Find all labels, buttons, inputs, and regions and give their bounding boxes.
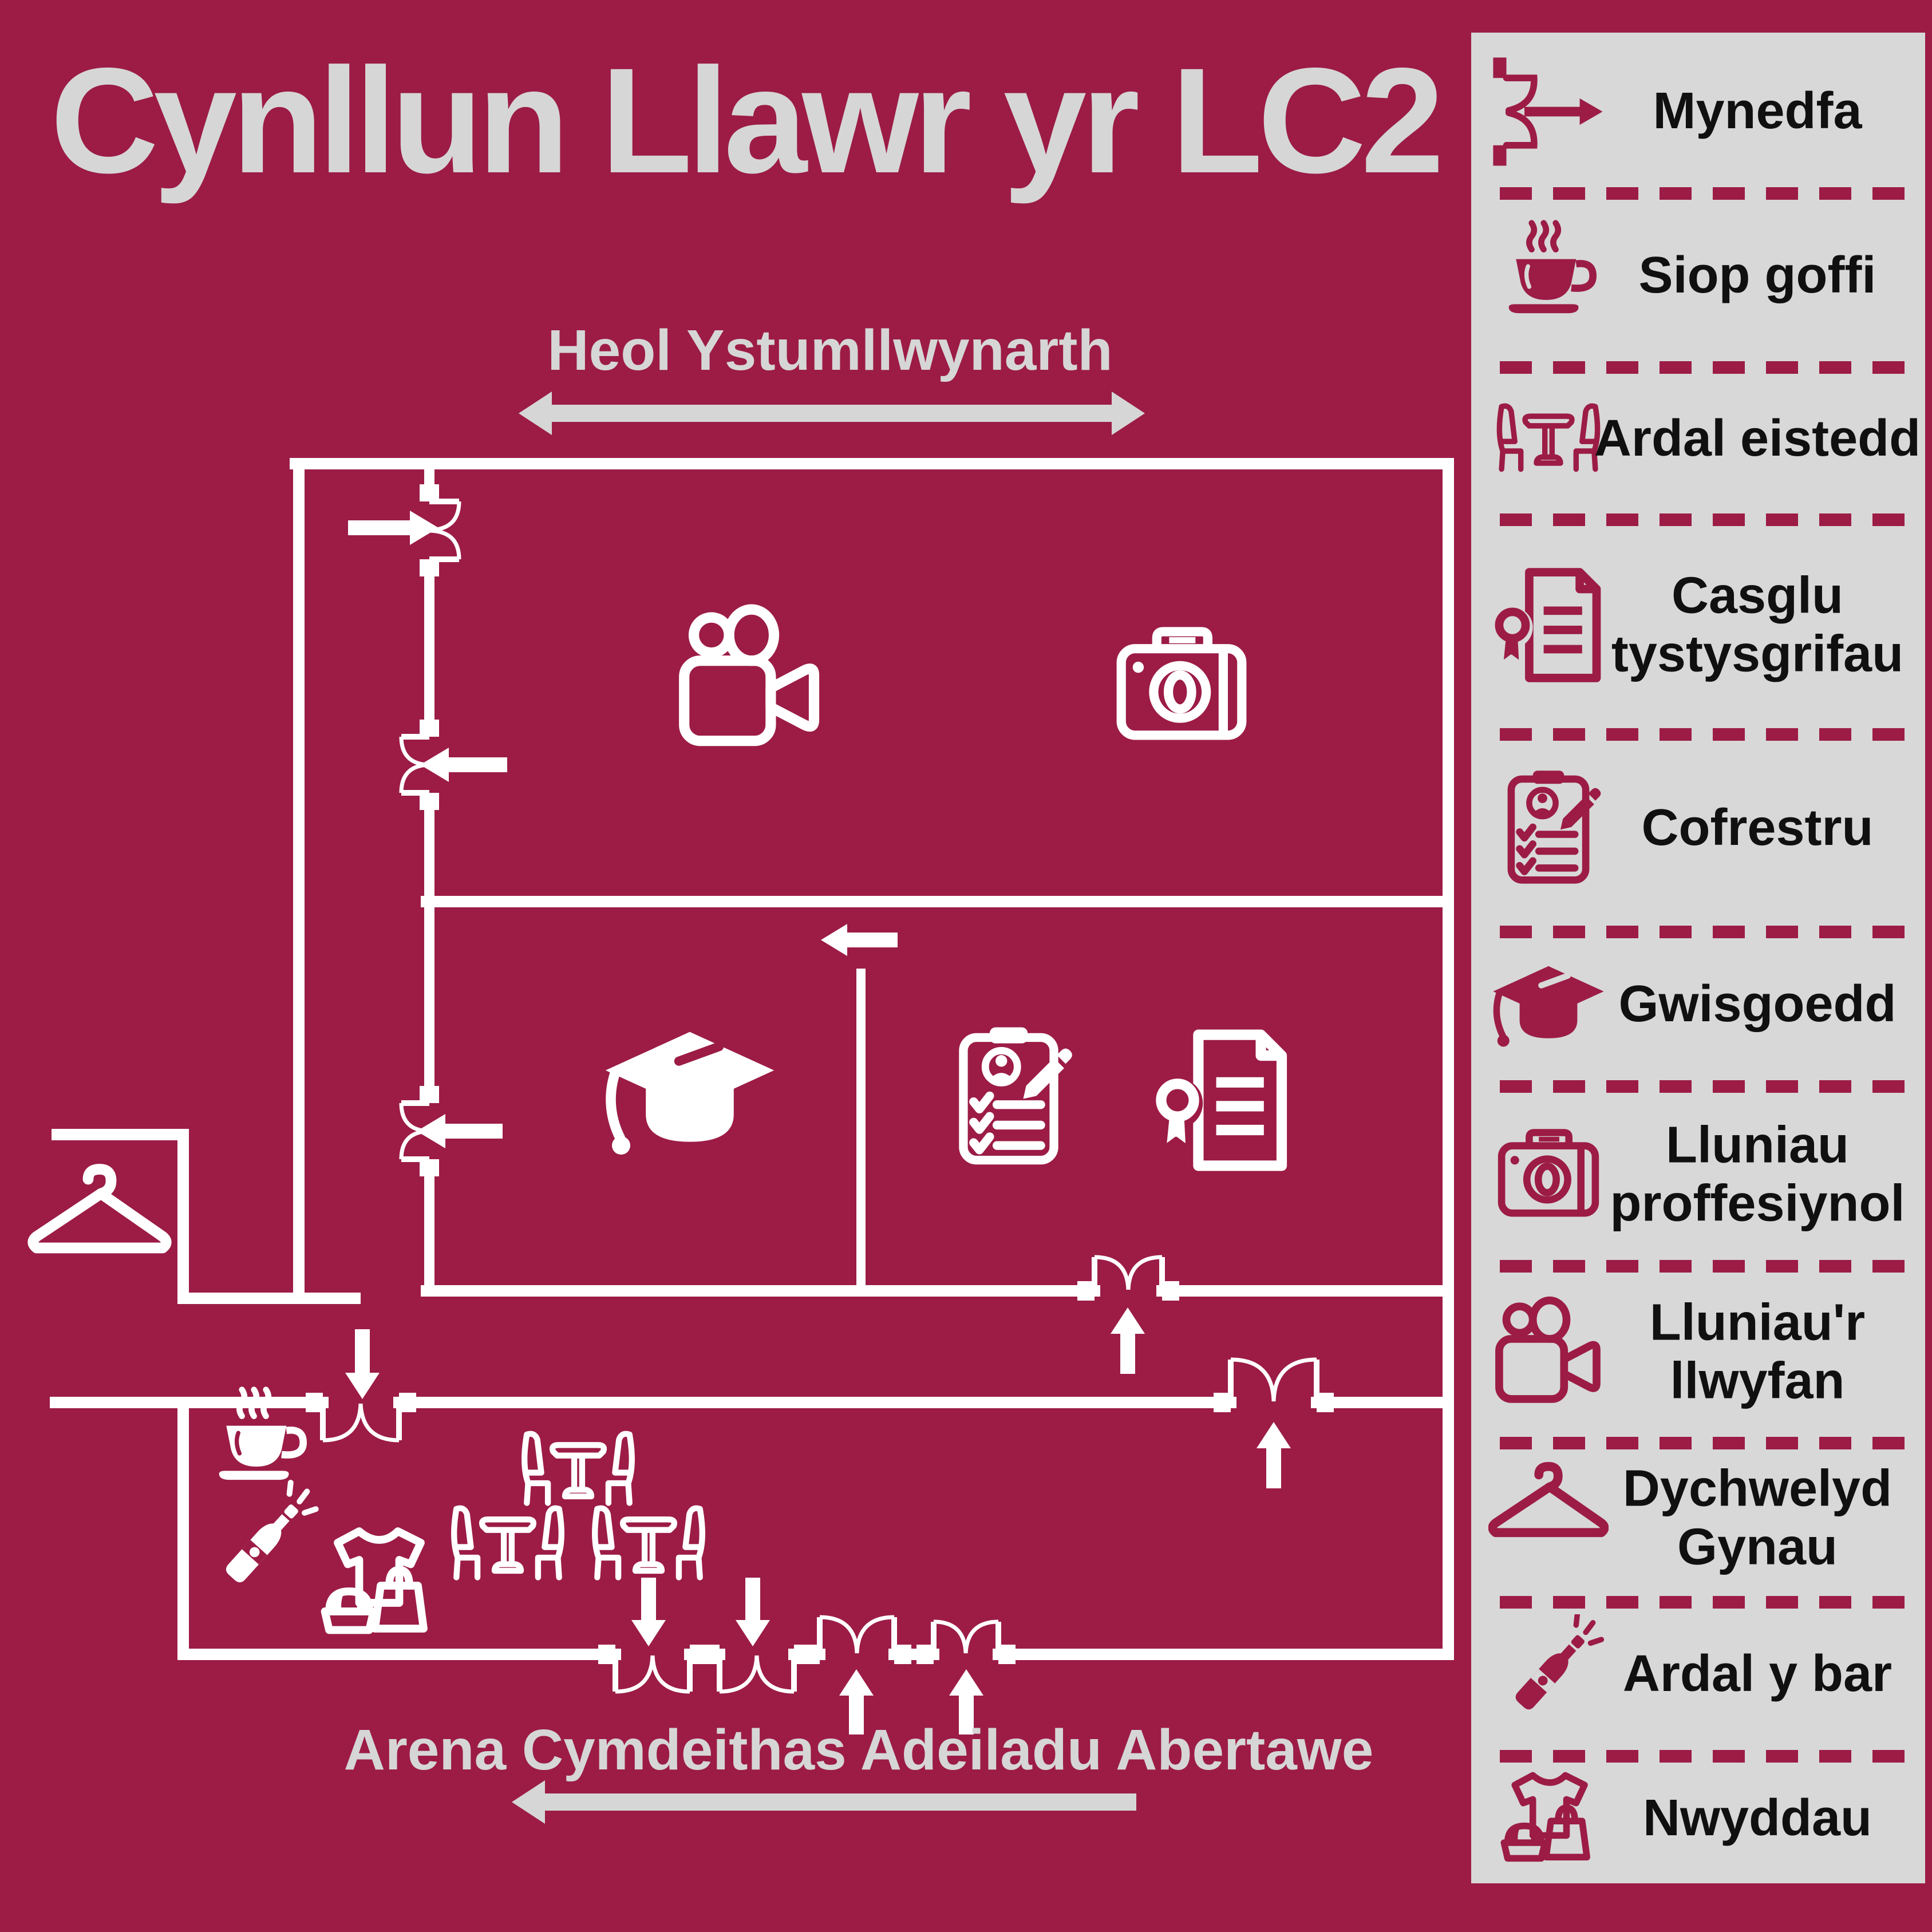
video-camera-icon [684,610,814,741]
photo-camera-icon [1121,632,1242,736]
legend-panel: Mynedfa Siop goffi Ardal eistedd Casglu … [1471,33,1925,1883]
legend-separator [1500,1260,1918,1273]
legend-label: Ardal eistedd [1594,410,1921,468]
legend-label: Ardal y bar [1622,1645,1893,1703]
champagne-bottle-icon [223,1483,316,1585]
graduation-cap-icon [606,1032,774,1155]
certificate-icon [1152,1035,1282,1166]
legend-label: Dychwelyd Gynau [1622,1460,1893,1575]
legend-separator [1500,1596,1918,1609]
street-arrows [512,392,1145,1824]
legend-item-certificates: Casglu tystysgrifau [1471,545,1925,705]
legend-separator [1500,1080,1918,1093]
registration-clipboard-icon [1488,768,1609,888]
certificate-icon [1488,565,1609,685]
legend-separator [1500,361,1918,374]
legend-item-stage-photos: Lluniau'r llwyfan [1471,1272,1925,1432]
photo-camera-icon [1488,1115,1609,1235]
legend-label: Cofrestru [1641,799,1874,857]
legend-item-gowns: Gwisgoedd [1471,927,1925,1082]
table-and-chairs-icon [454,1508,562,1578]
legend-item-registration: Cofrestru [1471,751,1925,906]
direction-arrows [345,511,1291,1735]
legend-label: Gwisgoedd [1618,975,1897,1033]
page-title: Cynllun Llawr yr LC2 [50,37,1444,204]
legend-separator [1500,1437,1918,1449]
legend-label: Casglu tystysgrifau [1611,567,1904,682]
coffee-cup-icon [1488,216,1609,336]
video-camera-icon [1488,1292,1609,1412]
legend-label: Lluniau'r llwyfan [1649,1294,1866,1409]
coat-hanger-icon [33,1170,167,1249]
table-and-chairs-icon [595,1508,702,1578]
entrance-door-arrow-icon [1488,52,1609,172]
legend-separator [1500,728,1918,741]
merchandise-icon [1488,1759,1609,1879]
legend-item-gown-return: Dychwelyd Gynau [1471,1441,1925,1595]
legend-separator [1500,926,1918,938]
legend-item-coffee: Siop goffi [1471,199,1925,353]
legend-label: Lluniau proffesiynol [1610,1116,1905,1232]
coat-hanger-icon [1488,1458,1609,1578]
legend-separator [1500,187,1918,200]
table-and-chairs-icon [524,1434,632,1503]
legend-label: Mynedfa [1653,82,1862,140]
registration-clipboard-icon [963,1028,1072,1160]
legend-label: Nwyddau [1642,1789,1872,1847]
legend-item-bar: Ardal y bar [1471,1597,1925,1752]
plan-icons [33,610,1282,1630]
street-label-bottom: Arena Cymdeithas Adeiladu Abertawe [343,1718,1374,1782]
legend-separator [1500,513,1918,526]
legend-separator [1500,1750,1918,1763]
table-and-chairs-icon [1488,379,1609,499]
legend-item-entrance: Mynedfa [1471,34,1925,189]
graduation-cap-icon [1488,945,1609,1065]
merchandise-icon [325,1531,424,1630]
champagne-bottle-icon [1488,1614,1609,1735]
legend-label: Siop goffi [1638,247,1876,305]
doors [306,484,1334,1694]
street-label-top: Heol Ystumllwynarth [547,318,1113,382]
legend-item-seating: Ardal eistedd [1471,362,1925,516]
legend-item-merchandise: Nwyddau [1471,1741,1925,1896]
legend-item-professional-photos: Lluniau proffesiynol [1471,1095,1925,1255]
